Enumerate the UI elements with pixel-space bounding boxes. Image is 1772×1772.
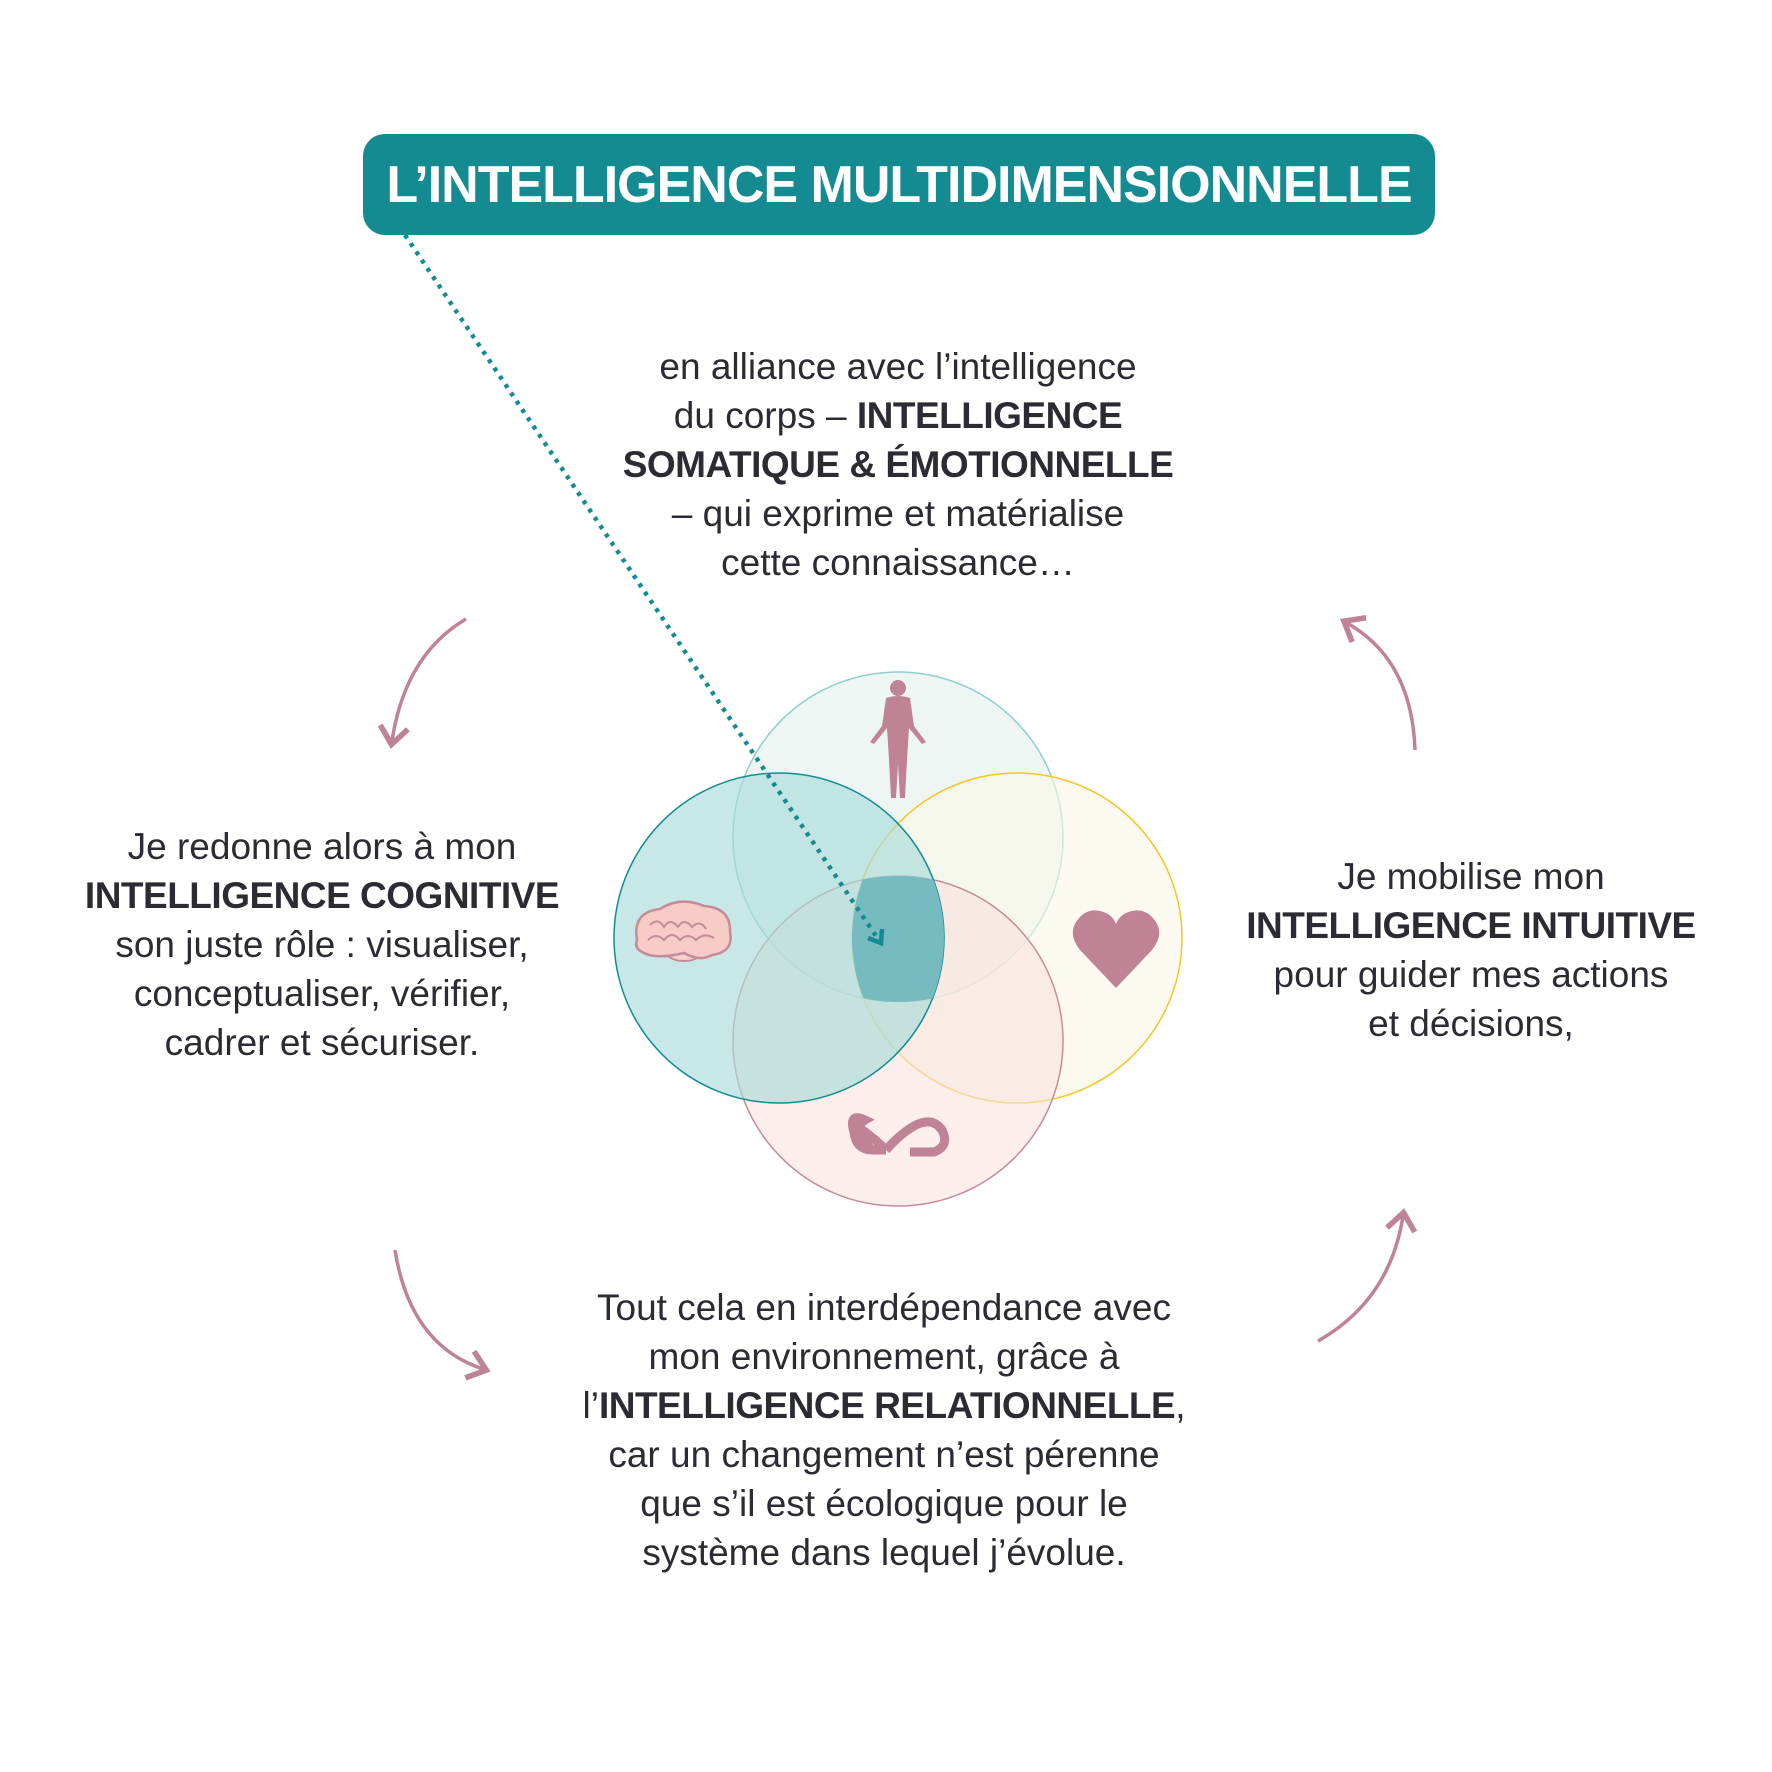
somatic-line: – qui exprime et matérialise	[671, 493, 1125, 534]
cognitive-line: cadrer et sécuriser.	[164, 1022, 480, 1063]
cycle-arrow-3	[1317, 1208, 1418, 1343]
brain-icon	[634, 900, 732, 962]
intuitive-text: Je mobilise mon INTELLIGENCE INTUITIVE p…	[1246, 852, 1696, 1048]
bold-text: INTELLIGENCE INTUITIVE	[1246, 905, 1696, 946]
relational-line: que s’il est écologique pour le	[640, 1483, 1128, 1524]
somatic-line: en alliance avec l’intelligence	[659, 346, 1137, 387]
cognitive-line: son juste rôle : visualiser,	[115, 924, 529, 965]
relational-line: mon environnement, grâce à	[648, 1336, 1120, 1377]
relational-text: Tout cela en interdépendance avec mon en…	[583, 1283, 1186, 1577]
relational-line: car un changement n’est pérenne	[608, 1434, 1160, 1475]
pointer-line	[403, 233, 878, 938]
title-banner: L’INTELLIGENCE MULTIDIMENSIONNELLE	[363, 134, 1435, 235]
cycle-arrow-1	[377, 617, 467, 749]
pointer-arrowhead	[867, 928, 885, 947]
somatic-text: en alliance avec l’intelligence du corps…	[623, 342, 1174, 587]
somatic-line: cette connaissance…	[721, 542, 1075, 583]
intuitive-line: et décisions,	[1368, 1003, 1574, 1044]
intuitive-line: INTELLIGENCE INTUITIVE	[1246, 901, 1696, 950]
heart-icon	[1072, 910, 1160, 988]
cognitive-line: INTELLIGENCE COGNITIVE	[84, 871, 560, 920]
intuitive-line: Je mobilise mon	[1337, 856, 1605, 897]
relational-line: Tout cela en interdépendance avec	[597, 1287, 1171, 1328]
bold-text: SOMATIQUE & ÉMOTIONNELLE	[622, 444, 1174, 485]
body-icon	[870, 680, 926, 798]
intuitive-line: pour guider mes actions	[1273, 954, 1669, 995]
relational-line: système dans lequel j’évolue.	[642, 1532, 1126, 1573]
title: L’INTELLIGENCE MULTIDIMENSIONNELLE	[386, 155, 1412, 214]
text: l’	[582, 1385, 599, 1426]
infinity-icon	[847, 1113, 950, 1157]
cognitive-line: Je redonne alors à mon	[127, 826, 517, 867]
cycle-arrow-4	[1340, 615, 1417, 751]
somatic-line: SOMATIQUE & ÉMOTIONNELLE	[623, 440, 1174, 489]
bold-text: INTELLIGENCE COGNITIVE	[84, 875, 560, 916]
cognitive-text: Je redonne alors à mon INTELLIGENCE COGN…	[84, 822, 560, 1067]
text: ,	[1175, 1385, 1186, 1426]
relational-line: l’INTELLIGENCE RELATIONNELLE,	[583, 1381, 1186, 1430]
text: du corps –	[673, 395, 857, 436]
cycle-arrow-2	[393, 1249, 491, 1381]
bold-text: INTELLIGENCE RELATIONNELLE	[598, 1385, 1176, 1426]
bold-text: INTELLIGENCE	[856, 395, 1123, 436]
somatic-line: du corps – INTELLIGENCE	[623, 391, 1174, 440]
cognitive-line: conceptualiser, vérifier,	[133, 973, 511, 1014]
